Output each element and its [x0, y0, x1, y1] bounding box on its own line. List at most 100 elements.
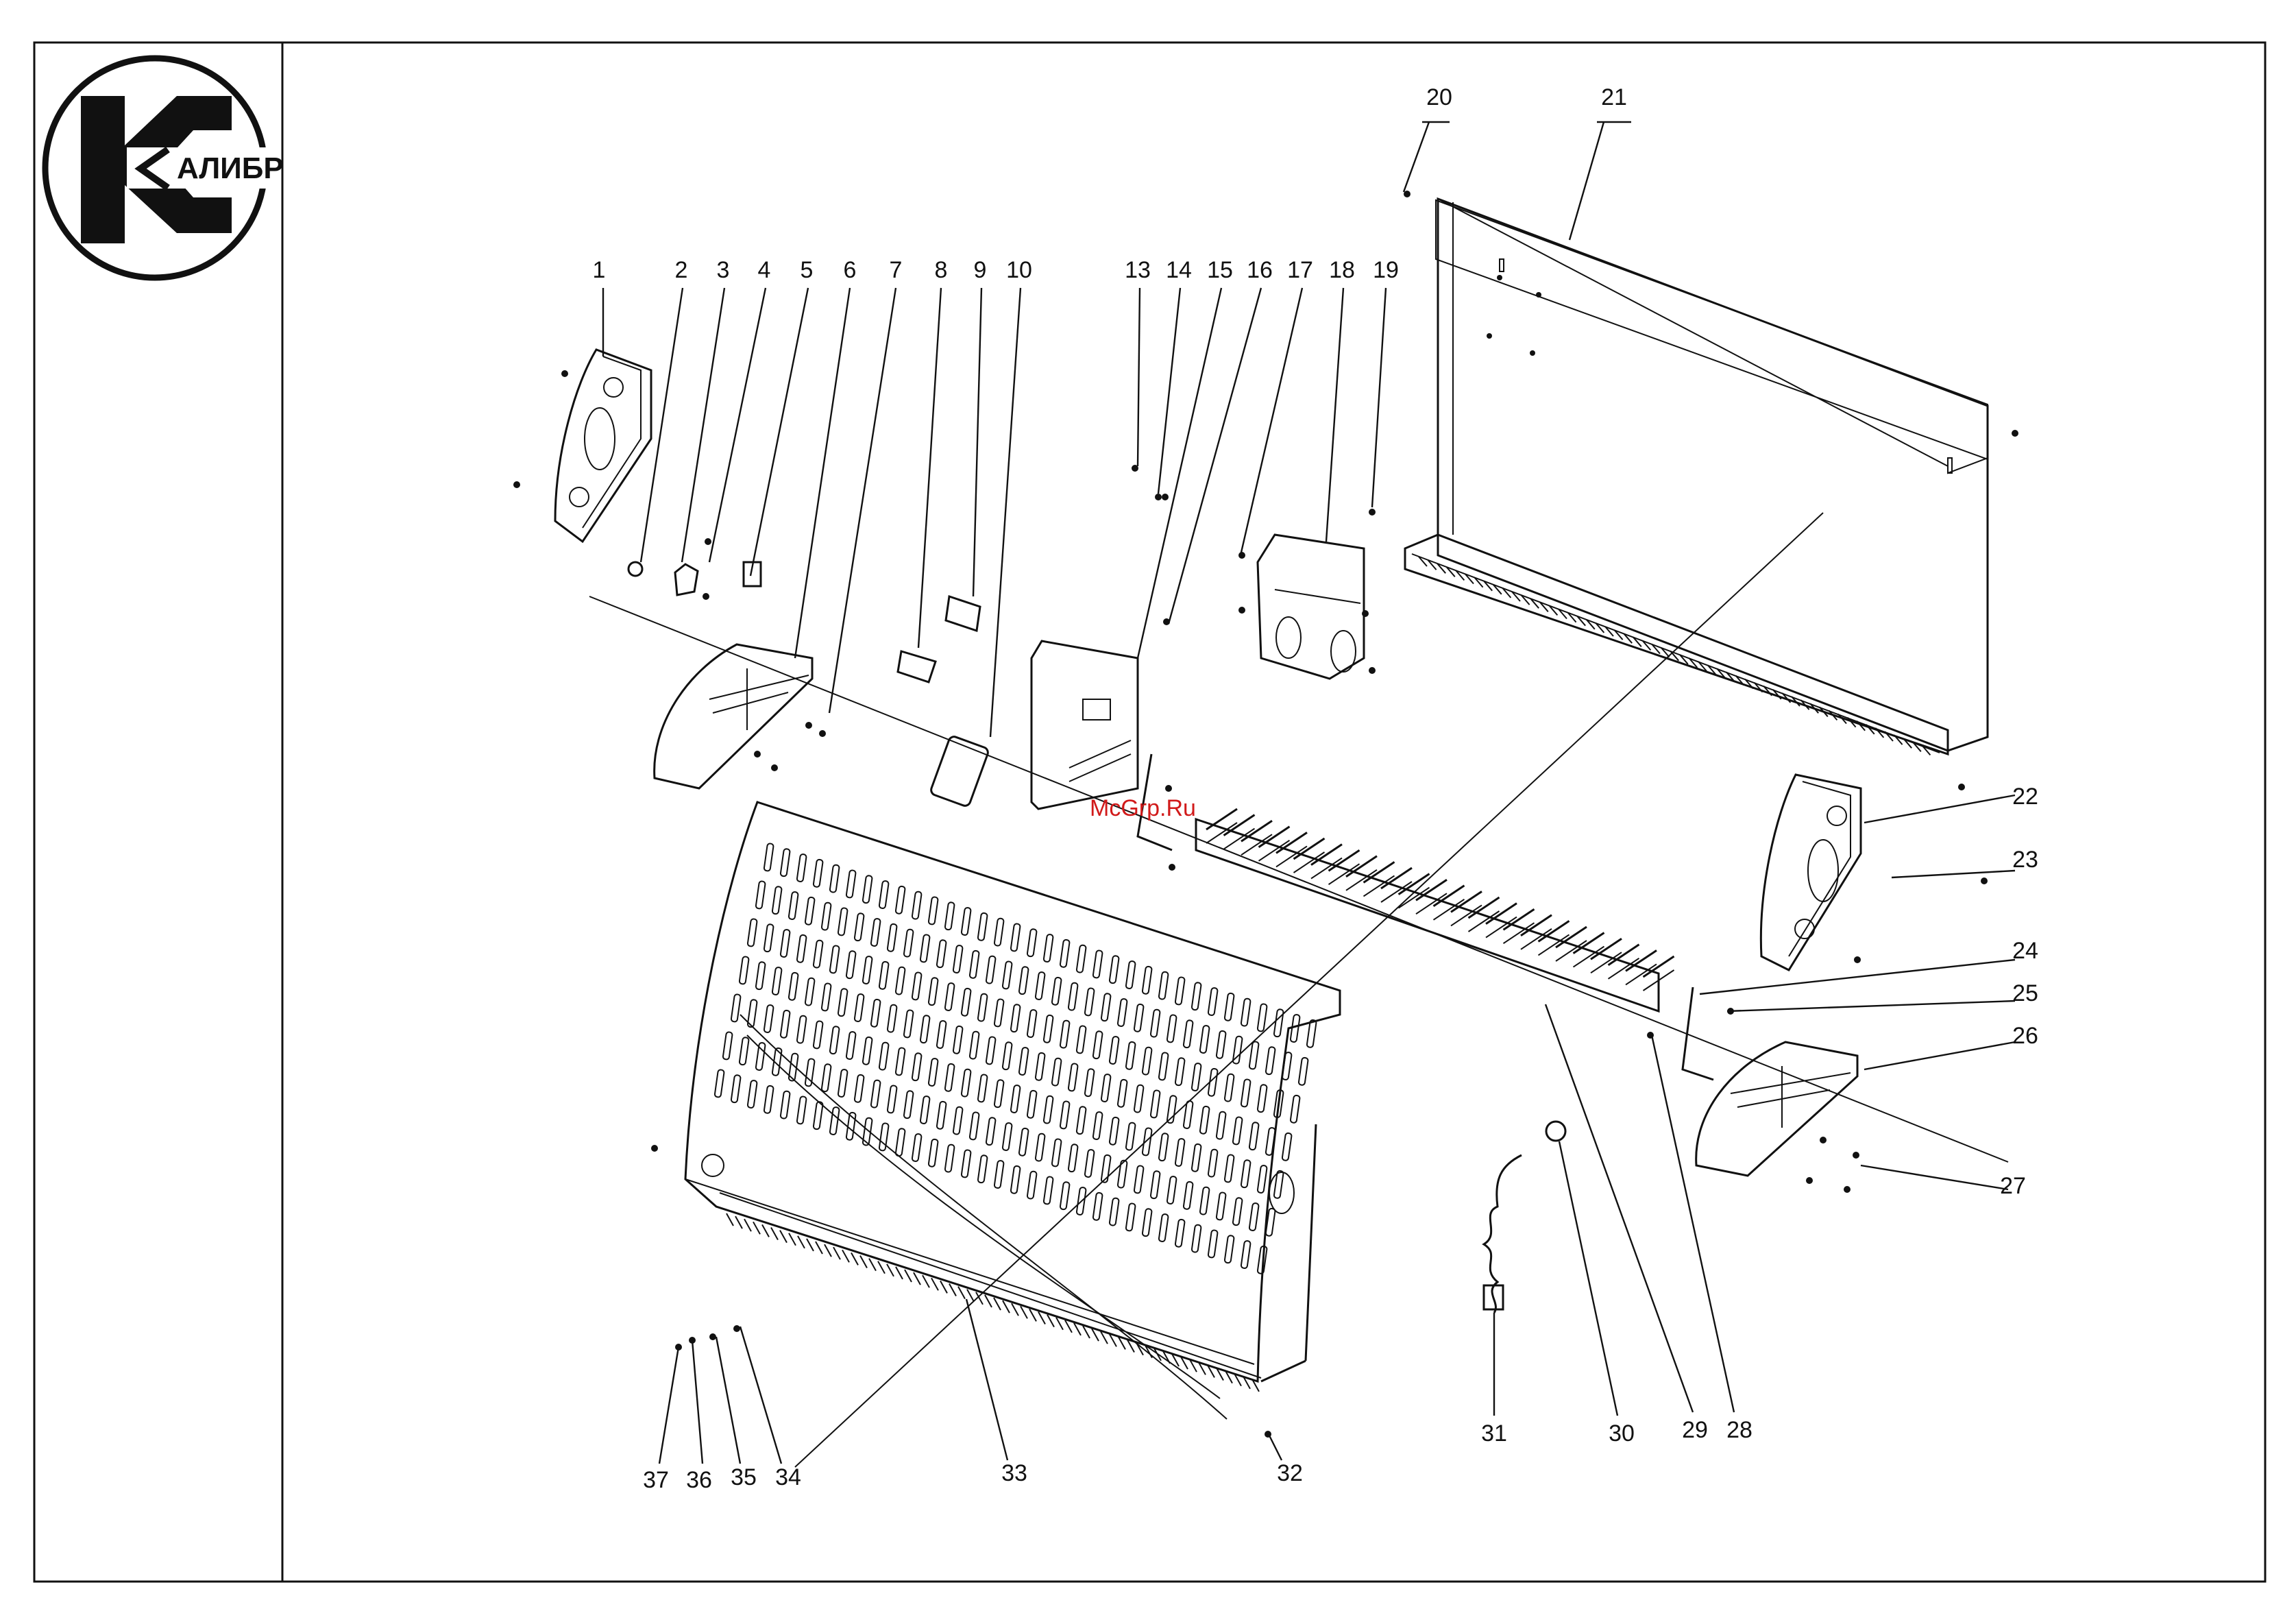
right-side-cover: [1761, 775, 1861, 970]
bottom-slot: [869, 1259, 876, 1271]
thermostat-bracket: [1258, 535, 1364, 679]
grille-slot: [1232, 1198, 1242, 1226]
screw: [819, 730, 826, 737]
grille-slot: [1084, 988, 1094, 1016]
grille-slot: [731, 1075, 740, 1103]
grille-slot: [1249, 1122, 1258, 1150]
grille-slot: [969, 1112, 979, 1140]
grille-slot: [829, 945, 839, 973]
callout-14: 14: [1166, 257, 1192, 283]
leader-5: [750, 288, 808, 576]
grille-slot: [1134, 1004, 1143, 1032]
grille-slot: [944, 1144, 954, 1172]
grille-slot: [1117, 999, 1127, 1027]
screw: [1369, 667, 1376, 674]
grille-slot: [1216, 1192, 1225, 1220]
callout-31: 31: [1481, 1420, 1507, 1447]
grille-slot: [1018, 1128, 1028, 1156]
grille-slot: [1232, 1117, 1242, 1145]
bottom-slot: [744, 1219, 751, 1231]
grille-slot: [928, 1139, 938, 1167]
fasteners: [513, 191, 2018, 1438]
grille-slot: [1241, 1241, 1250, 1269]
grille-slot: [1035, 972, 1045, 1000]
grille-slot: [1076, 1026, 1086, 1054]
callout-22: 22: [2012, 784, 2038, 810]
leader-9: [973, 288, 981, 596]
small-parts-left: [628, 562, 761, 595]
leader-24: [1700, 960, 2015, 994]
grille-slot: [912, 1053, 921, 1081]
leader-13: [1138, 288, 1140, 466]
bottom-slot: [887, 1264, 894, 1276]
grille-slot: [895, 1048, 905, 1076]
kalibr-logo-icon: АЛИБР: [45, 58, 284, 278]
grille-slot: [788, 892, 798, 920]
callout-10: 10: [1006, 257, 1032, 283]
bottom-slot: [1047, 1315, 1054, 1327]
callout-25: 25: [2012, 980, 2038, 1006]
screw: [1853, 1152, 1859, 1159]
bottom-slot: [878, 1261, 885, 1274]
grille-slot: [1199, 1026, 1209, 1054]
grille-slot: [977, 993, 987, 1021]
grille-slot: [1092, 950, 1102, 978]
grille-slot: [780, 1010, 790, 1038]
grille-slot: [1158, 1133, 1168, 1161]
grille-slot: [903, 1010, 913, 1038]
callout-4: 4: [758, 257, 771, 283]
grille-slot: [1199, 1106, 1209, 1134]
grille-slot: [1134, 1165, 1143, 1194]
grille-slot: [1051, 977, 1061, 1005]
leader-33: [966, 1299, 1007, 1460]
grille-slot: [961, 908, 970, 936]
callout-1: 1: [593, 257, 606, 283]
screw: [1844, 1186, 1851, 1193]
callout-7: 7: [890, 257, 903, 283]
grille-slot: [829, 1107, 839, 1135]
grille-slot: [1076, 945, 1086, 973]
grille-slot: [912, 972, 921, 1000]
bottom-slot: [780, 1231, 787, 1243]
screw: [513, 481, 520, 488]
grille-slot: [829, 864, 839, 893]
grille-slot: [1224, 1235, 1234, 1263]
grille-slot: [994, 918, 1003, 946]
callout-35: 35: [731, 1464, 757, 1490]
grille-slot: [1208, 1230, 1217, 1258]
leader-2: [641, 288, 683, 562]
callout-9: 9: [974, 257, 987, 283]
power-cord-with-plug: [1484, 1122, 1565, 1313]
grille-slot: [1010, 1165, 1020, 1194]
grille-slot: [912, 891, 921, 919]
grille-slot: [1002, 961, 1012, 989]
grille-slot: [1183, 1020, 1193, 1048]
grille-slot: [1109, 1198, 1119, 1226]
callout-2: 2: [675, 257, 688, 283]
grille-slot: [953, 1106, 962, 1135]
grille-slot: [1109, 956, 1119, 984]
grille-slot: [879, 1042, 888, 1070]
bottom-slot: [1021, 1306, 1027, 1318]
screw: [754, 751, 761, 758]
callout-32: 32: [1277, 1460, 1303, 1486]
grille-slot: [1010, 1004, 1020, 1032]
bottom-slot: [753, 1222, 760, 1234]
grille-slot: [1035, 1052, 1045, 1080]
leader-34: [740, 1327, 781, 1464]
callout-26: 26: [2012, 1023, 2038, 1049]
grille-slot: [1241, 1160, 1250, 1188]
bottom-slot: [833, 1247, 840, 1259]
grille-slot: [1208, 988, 1217, 1016]
bottom-slot: [735, 1216, 742, 1228]
grille-slot: [1051, 1058, 1061, 1086]
grille-slot: [1158, 1214, 1168, 1242]
front-grille-panel: [685, 802, 1340, 1419]
grille-slot: [764, 1005, 773, 1033]
bottom-slot: [851, 1252, 858, 1265]
grille-slot: [854, 994, 864, 1022]
logo-text: АЛИБР: [177, 152, 284, 185]
grille-slot: [986, 956, 995, 984]
grille-slot: [1101, 993, 1110, 1021]
control-knobs: [898, 596, 990, 808]
